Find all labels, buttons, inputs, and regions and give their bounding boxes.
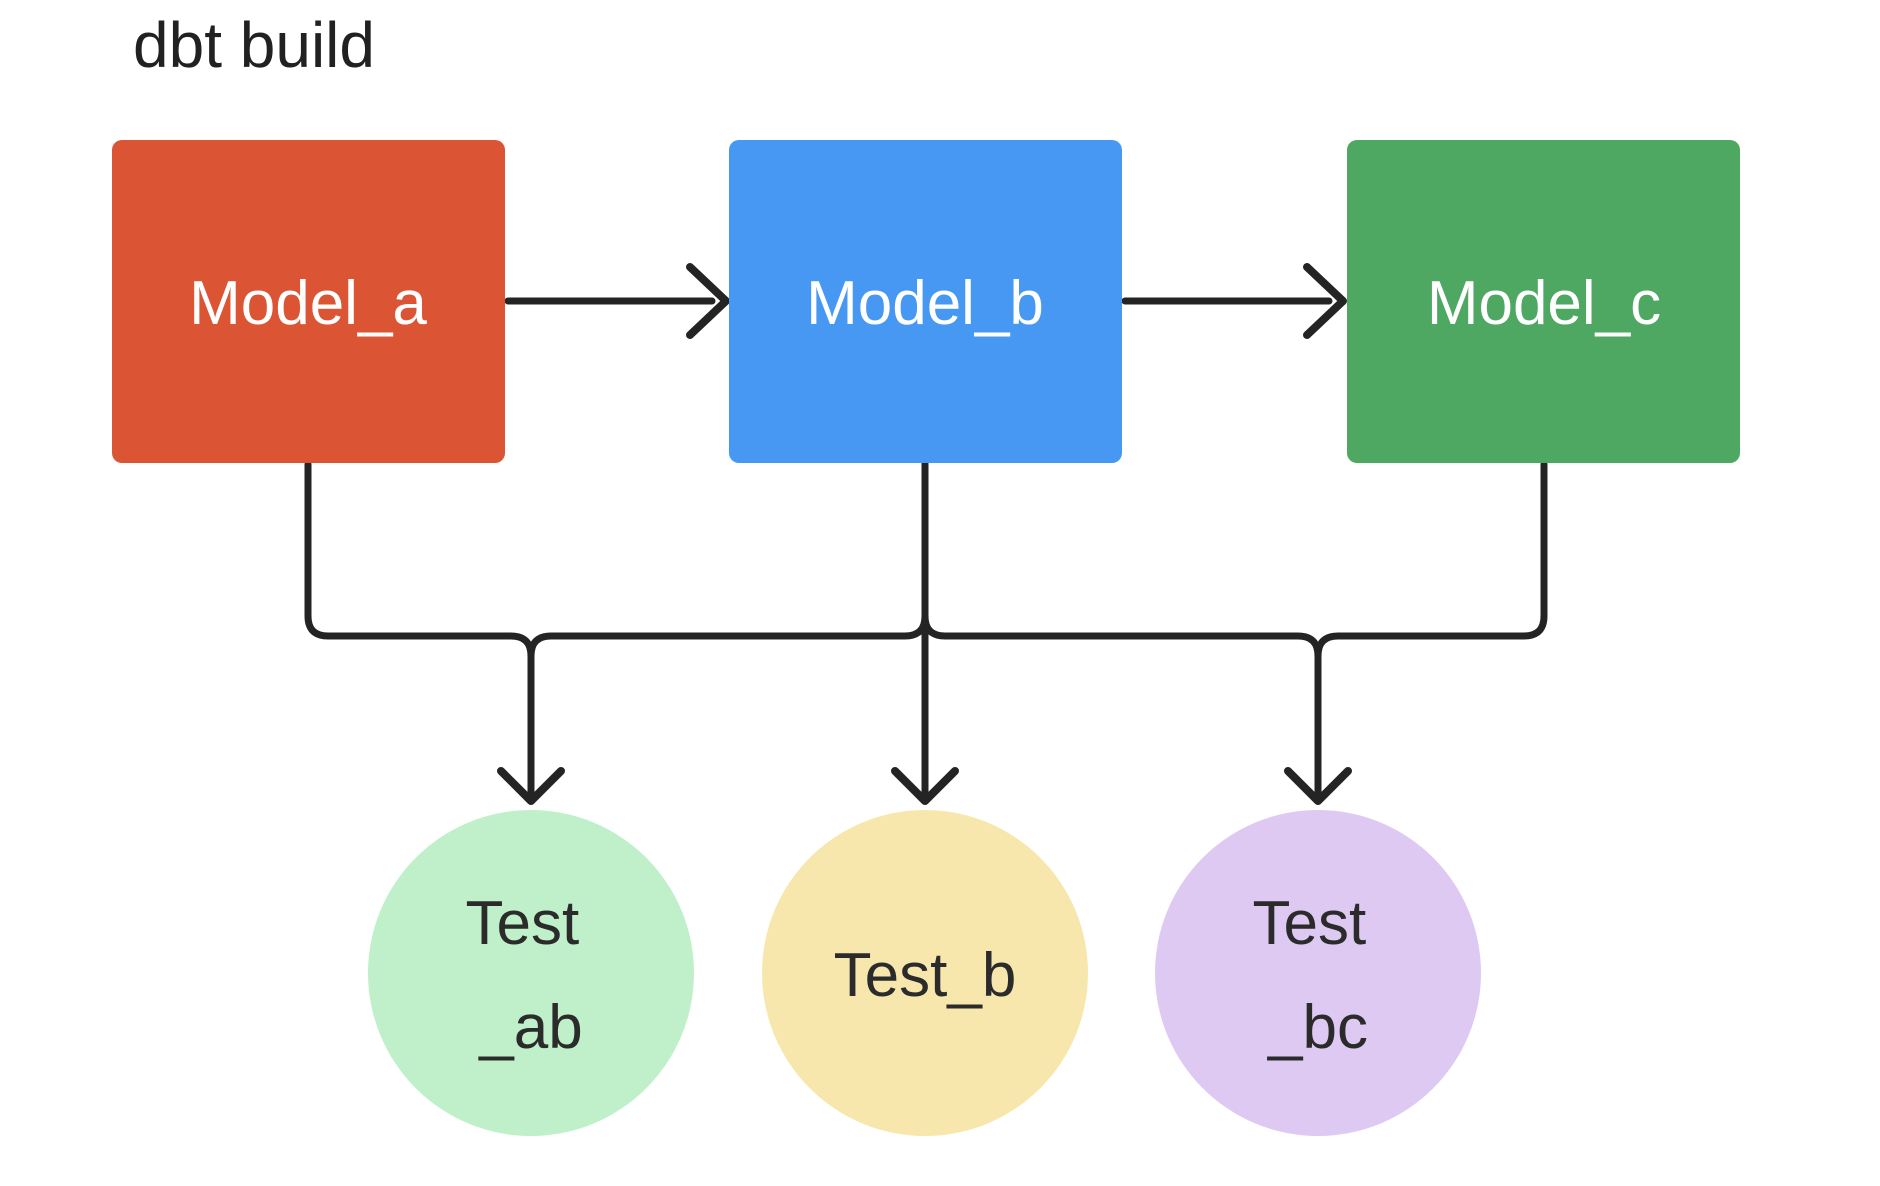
test-edges xyxy=(304,460,1548,805)
model-c-box xyxy=(1347,140,1740,463)
model-b-label: Model_b xyxy=(806,269,1044,338)
model-c-node: Model_c xyxy=(1347,140,1740,463)
model-a-node: Model_a xyxy=(112,140,505,463)
test-ab-circle xyxy=(368,810,694,1136)
edge-model-c-to-test-bc xyxy=(1314,460,1548,660)
edge-model-b-to-test-ab xyxy=(527,460,929,660)
arrowhead-test-ab xyxy=(497,767,565,805)
arrowhead-test-b xyxy=(891,767,959,805)
model-b-box xyxy=(729,140,1122,463)
edge-model-b-to-test-bc xyxy=(921,460,1322,801)
model-a-box xyxy=(112,140,505,463)
test-b-node: Test_b xyxy=(762,810,1088,1136)
model-edges xyxy=(504,263,1347,339)
model-c-label: Model_c xyxy=(1427,269,1661,338)
test-bc-node: Test _bc xyxy=(1155,810,1481,1136)
test-ab-label: Test _ab xyxy=(466,889,597,1062)
arrowhead-model-b-to-model-c xyxy=(1303,263,1347,339)
model-a-label: Model_a xyxy=(189,269,427,338)
model-b-node: Model_b xyxy=(729,140,1122,463)
diagram-title: dbt build xyxy=(133,9,375,81)
test-ab-node: Test _ab xyxy=(368,810,694,1136)
arrowhead-model-a-to-model-b xyxy=(686,263,730,339)
test-b-circle xyxy=(762,810,1088,1136)
arrowhead-test-bc xyxy=(1284,767,1352,805)
test-bc-circle xyxy=(1155,810,1481,1136)
edge-model-a-to-test-ab xyxy=(304,460,535,801)
test-b-label: Test_b xyxy=(834,941,1017,1010)
test-bc-label: Test _bc xyxy=(1253,889,1384,1062)
